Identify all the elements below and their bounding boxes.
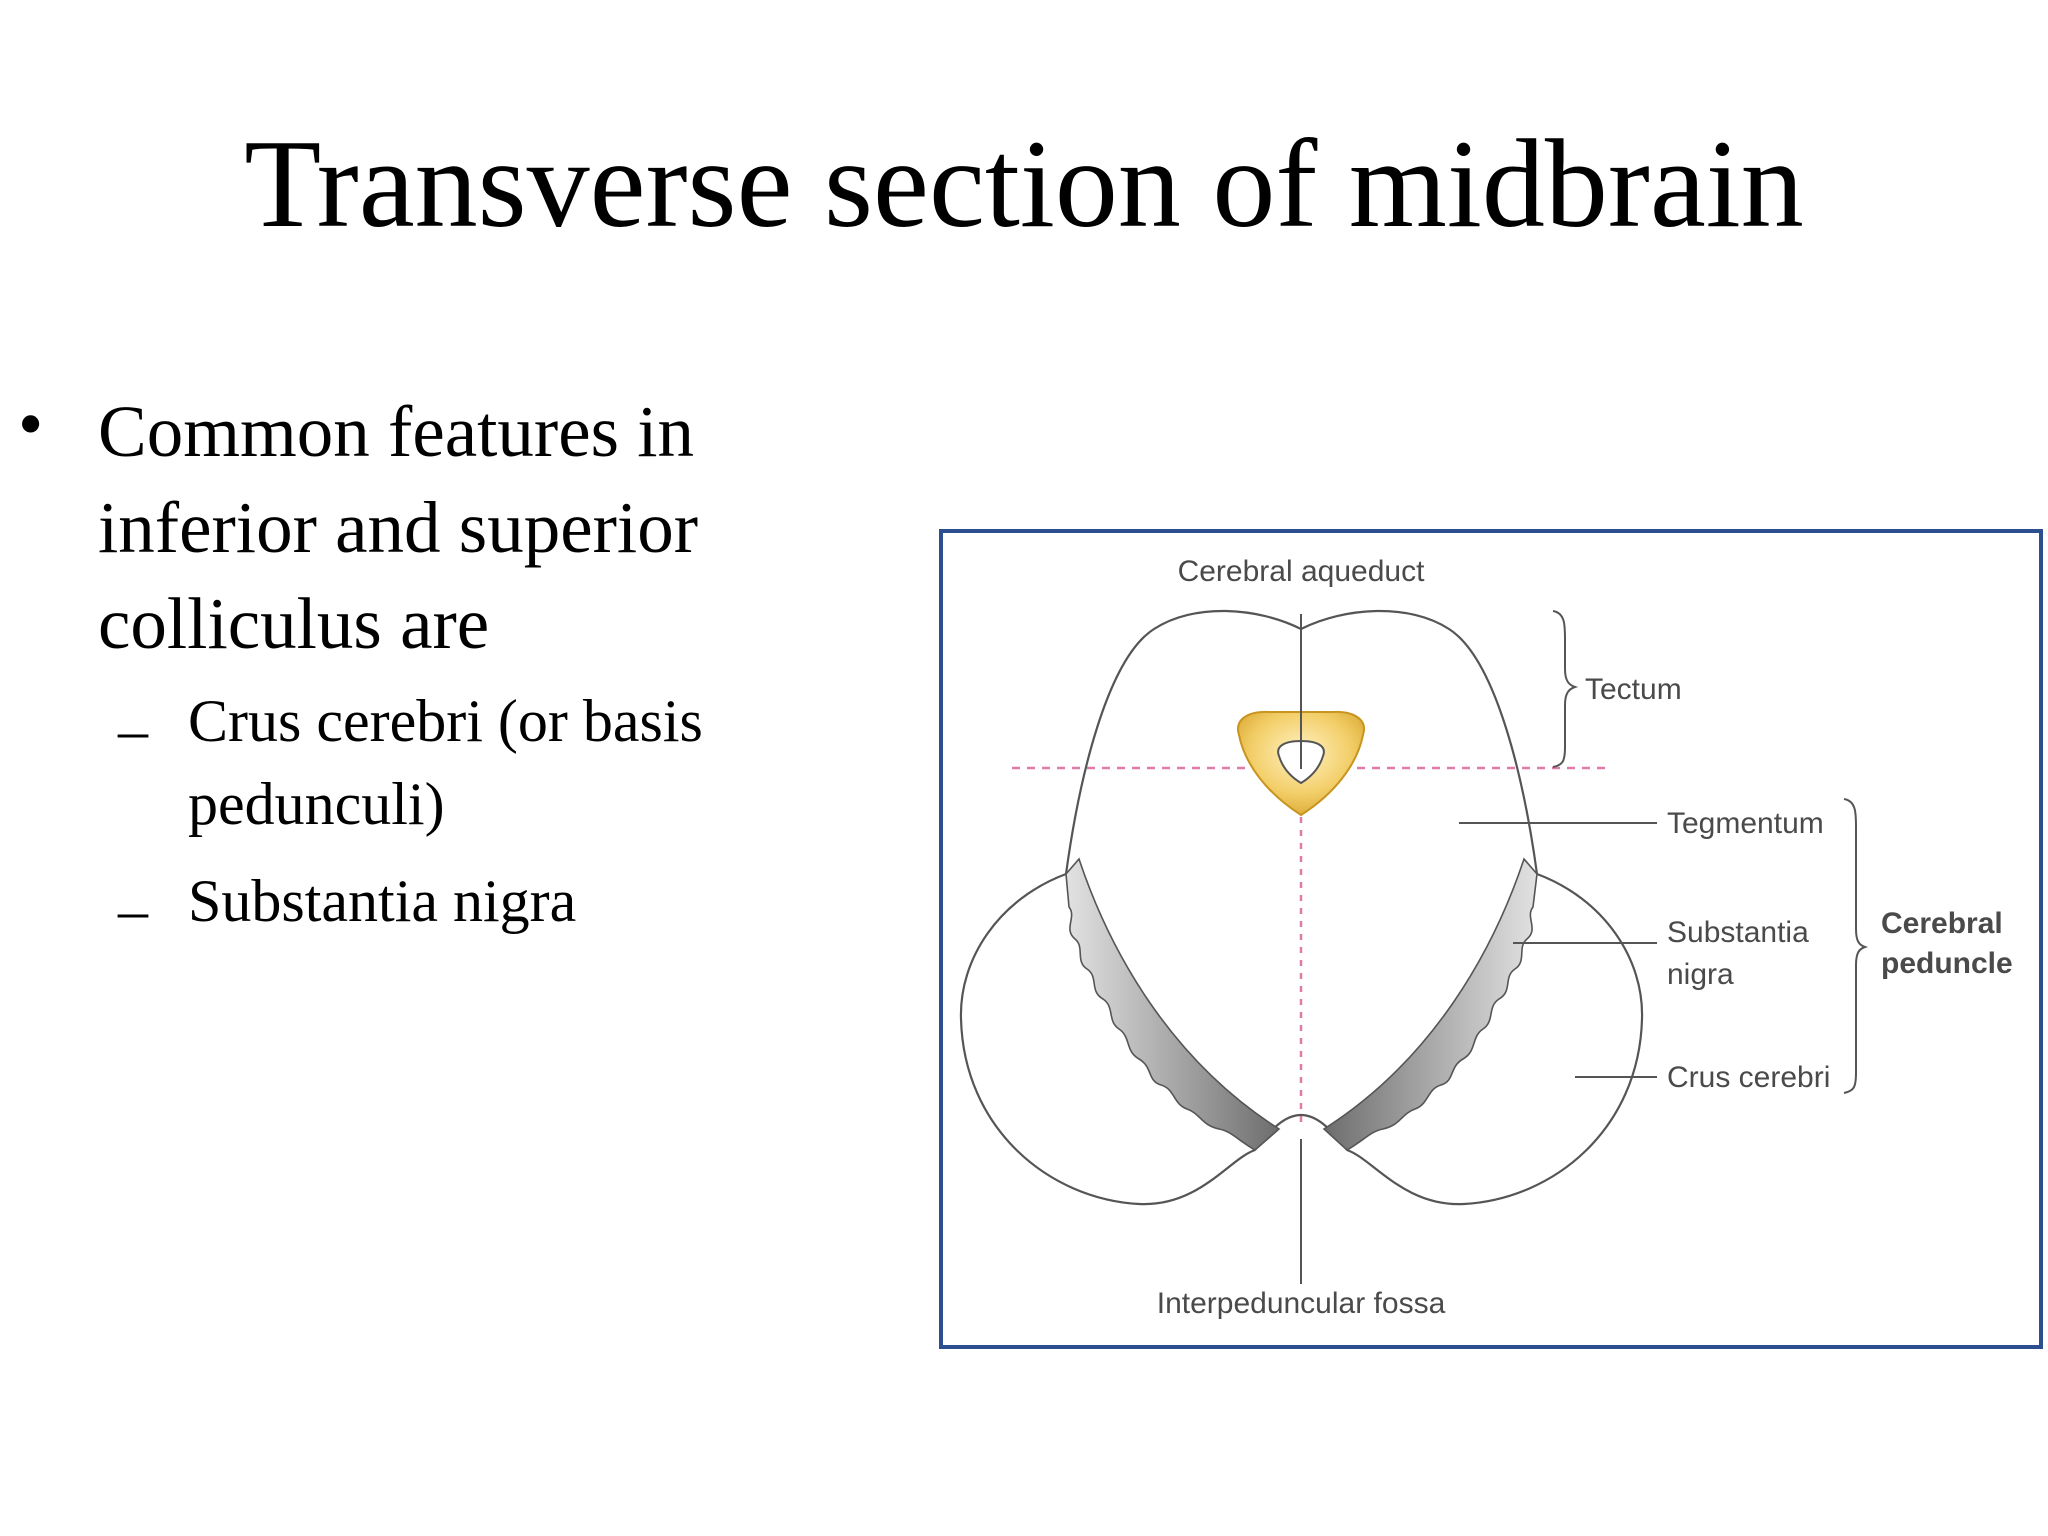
sub-item-crus-cerebri: Crus cerebri (or basis pedunculi) bbox=[188, 688, 703, 837]
label-cerebral-peduncle-line1: Cerebral bbox=[1881, 907, 2003, 940]
tectum-brace bbox=[1552, 610, 1579, 768]
right-substantia-nigra bbox=[1322, 857, 1538, 1151]
label-substantia-nigra-line1: Substantia bbox=[1667, 916, 1809, 949]
bullet-marker: • bbox=[18, 384, 44, 464]
sub-item-marker: – bbox=[118, 697, 148, 763]
sub-item-marker: – bbox=[118, 877, 148, 943]
right-crus-cerebri bbox=[1346, 872, 1644, 1206]
slide-title: Transverse section of midbrain bbox=[244, 115, 1804, 254]
left-crus-cerebri bbox=[959, 872, 1256, 1206]
label-tegmentum: Tegmentum bbox=[1667, 807, 1824, 840]
label-cerebral-aqueduct: Cerebral aqueduct bbox=[1178, 555, 1425, 588]
cerebral-peduncle-brace bbox=[1843, 798, 1869, 1094]
label-tectum: Tectum bbox=[1585, 673, 1682, 706]
bullet-text: Common features in inferior and superior… bbox=[98, 391, 699, 664]
label-substantia-nigra-line2: nigra bbox=[1667, 958, 1734, 991]
label-crus-cerebri: Crus cerebri bbox=[1667, 1061, 1830, 1094]
midbrain-diagram: Cerebral aqueduct Tectum Tegmentum Subst… bbox=[939, 529, 2043, 1349]
label-interpeduncular-fossa: Interpeduncular fossa bbox=[1157, 1287, 1446, 1320]
left-substantia-nigra bbox=[1065, 857, 1281, 1151]
label-cerebral-peduncle-line2: peduncle bbox=[1881, 947, 2013, 980]
sub-item-substantia-nigra: Substantia nigra bbox=[188, 868, 577, 934]
